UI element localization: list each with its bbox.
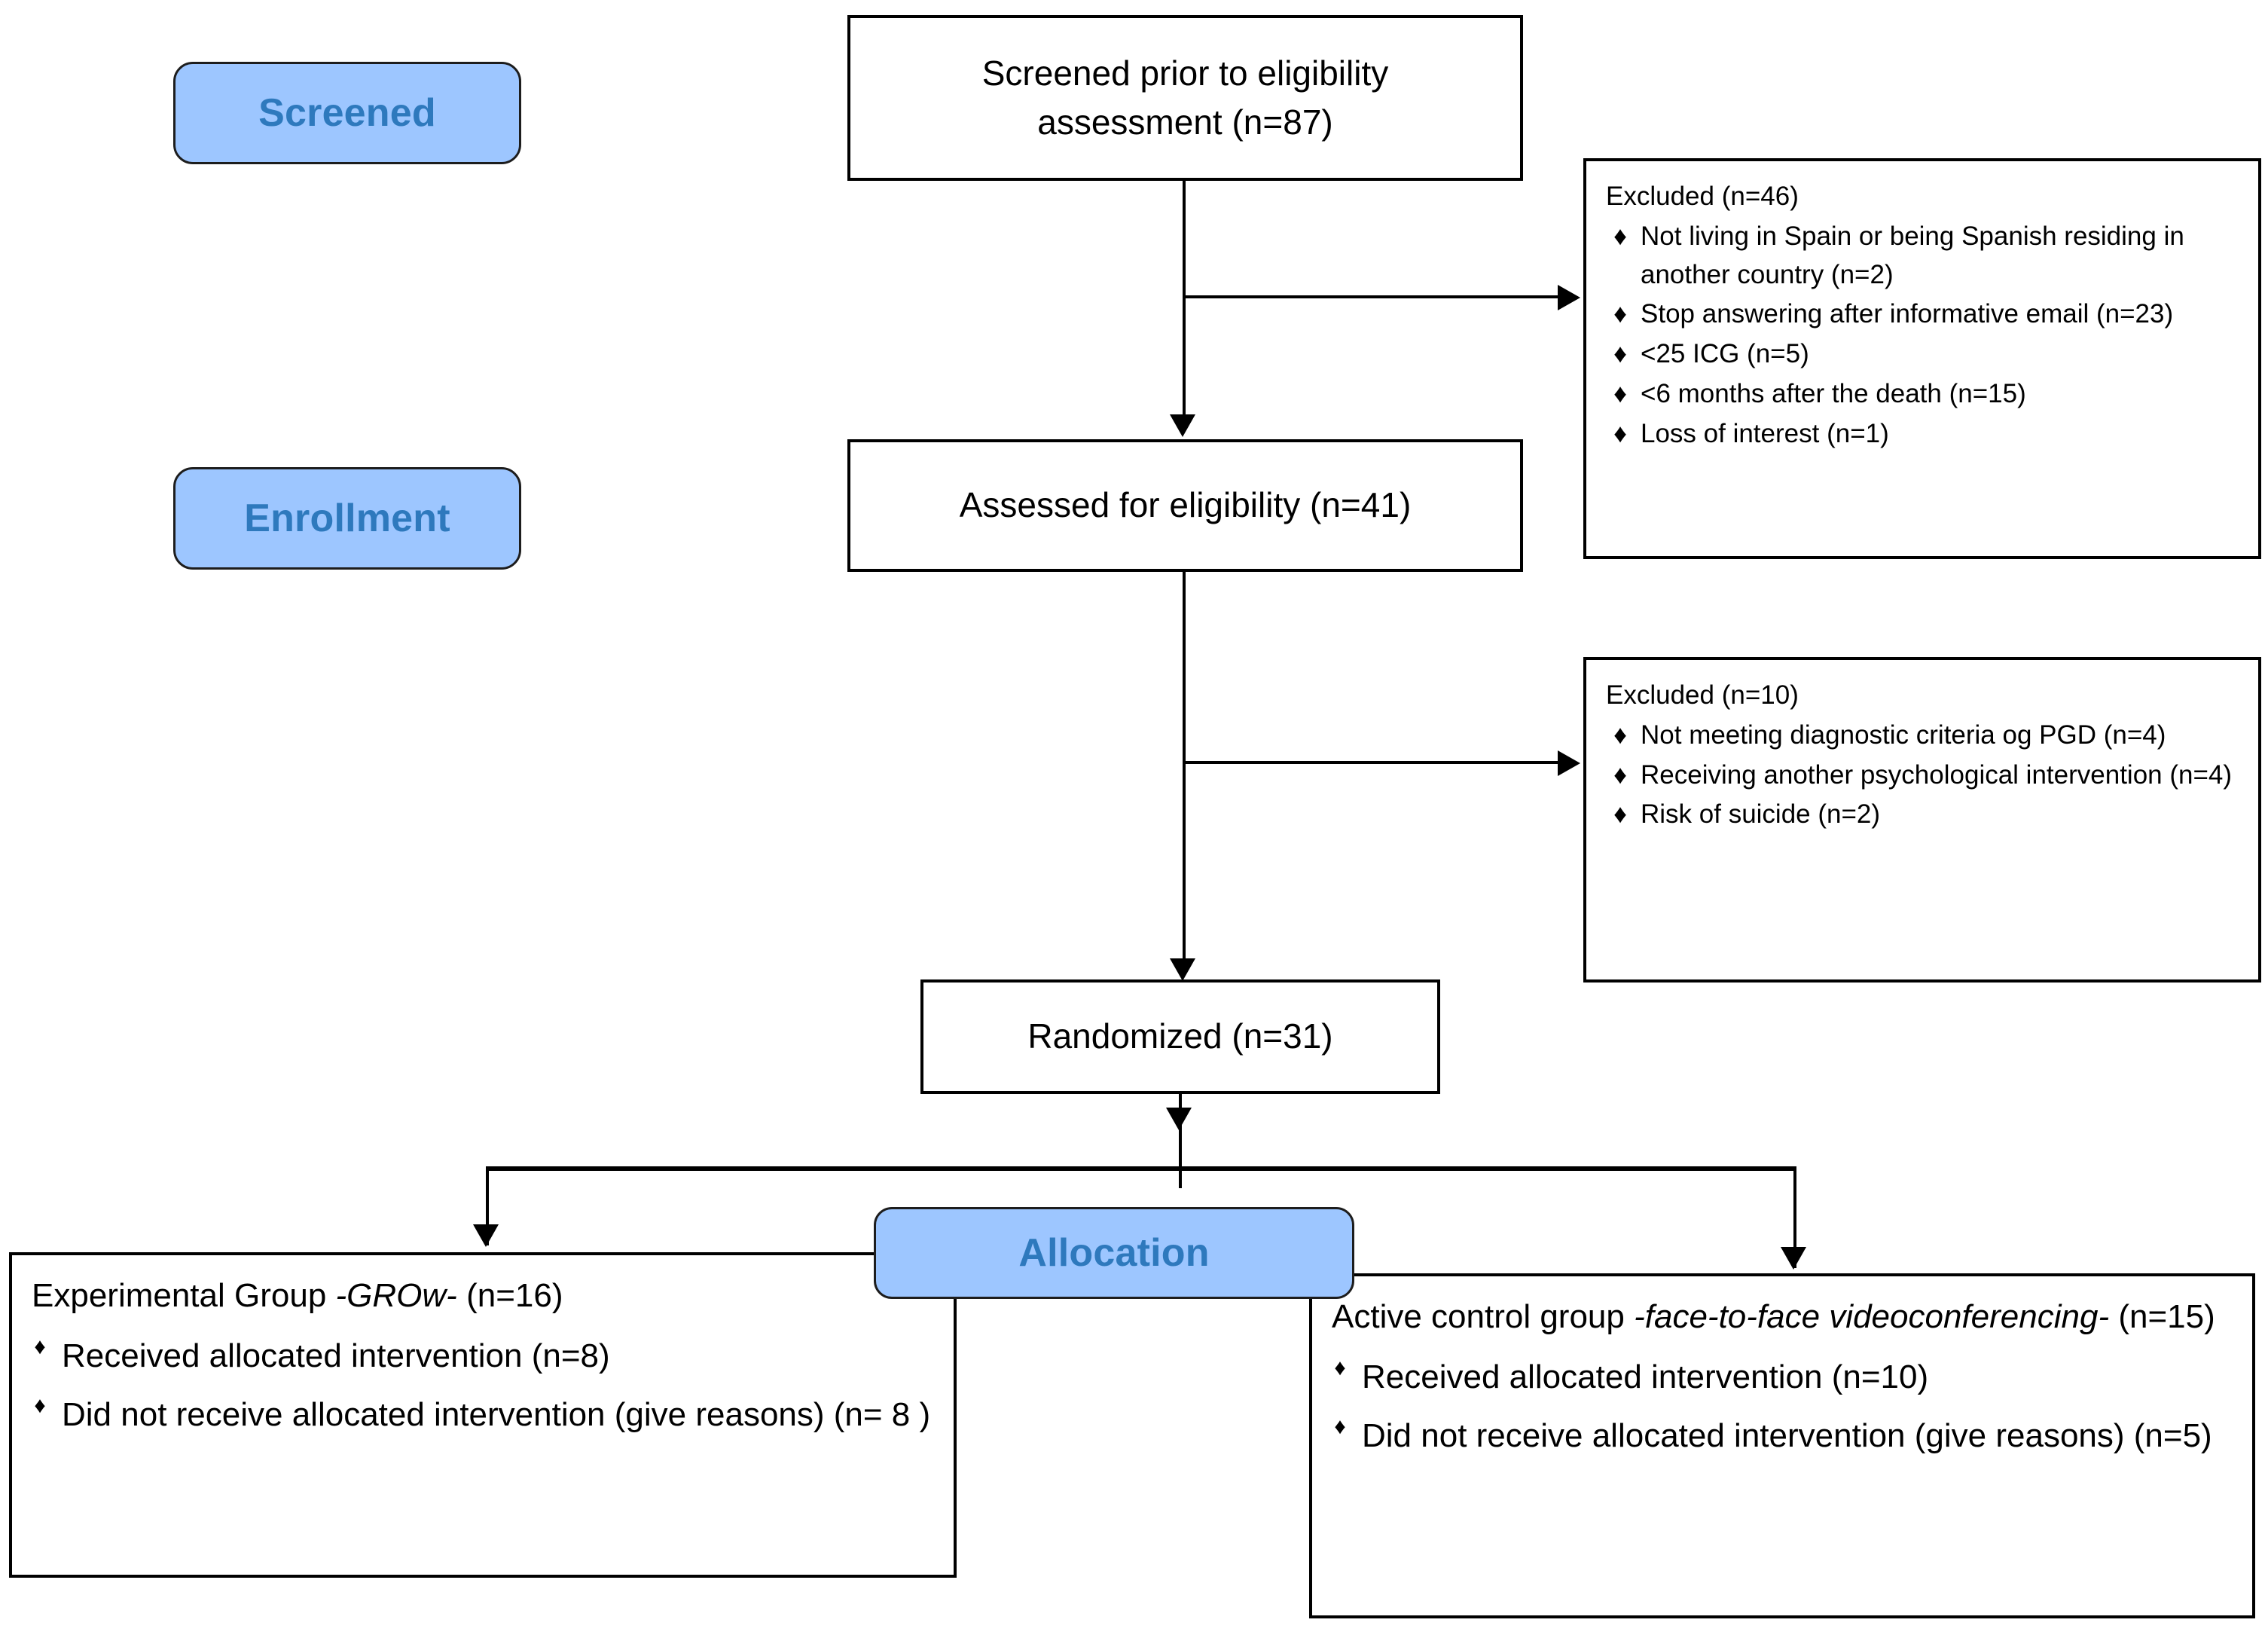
list-item: ♦ Did not receive allocated intervention…: [32, 1391, 934, 1439]
stage-badge-allocation-label: Allocation: [1018, 1231, 1210, 1275]
arrowhead-split-right: [1781, 1247, 1806, 1270]
list-item: ♦ Not living in Spain or being Spanish r…: [1606, 218, 2239, 295]
node-excluded-1: Excluded (n=46) ♦ Not living in Spain or…: [1583, 158, 2261, 559]
arrowhead-split-left: [473, 1224, 499, 1247]
node-experimental-group: Experimental Group -GROw- (n=16) ♦ Recei…: [9, 1252, 957, 1578]
node-excluded-1-title: Excluded (n=46): [1606, 182, 1799, 211]
experimental-group-title-plain2: (n=16): [456, 1277, 563, 1314]
stage-badge-screened-label: Screened: [258, 91, 436, 135]
node-assessed-for-eligibility: Assessed for eligibility (n=41): [847, 439, 1523, 572]
bullet-diamond-icon: ♦: [1613, 299, 1627, 329]
split-bar-allocation: [486, 1166, 1796, 1171]
bullet-diamond-icon: ♦: [1613, 759, 1627, 790]
list-item: ♦ Stop answering after informative email…: [1606, 295, 2239, 334]
list-item: ♦ Receiving another psychological interv…: [1606, 756, 2239, 795]
bullet-diamond-icon: ♦: [1334, 1413, 1346, 1439]
list-item-label: Not living in Spain or being Spanish res…: [1641, 221, 2184, 289]
list-item: ♦ Did not receive allocated intervention…: [1332, 1412, 2233, 1460]
active-control-title-plain2: (n=15): [2109, 1298, 2215, 1335]
connector-assessed-to-randomized: [1183, 572, 1186, 964]
list-item-label: Did not receive allocated intervention (…: [1362, 1416, 2212, 1454]
list-item-label: Risk of suicide (n=2): [1641, 799, 1881, 830]
list-item-label: Loss of interest (n=1): [1641, 418, 1889, 448]
node-screened-prior: Screened prior to eligibility assessment…: [847, 15, 1523, 181]
node-randomized: Randomized (n=31): [920, 979, 1440, 1094]
connector-to-excluded-2: [1183, 761, 1559, 764]
list-item-label: <6 months after the death (n=15): [1641, 378, 2026, 408]
bullet-diamond-icon: ♦: [1613, 418, 1627, 448]
bullet-diamond-icon: ♦: [1613, 378, 1627, 408]
excluded-1-reason-list: ♦ Not living in Spain or being Spanish r…: [1606, 218, 2239, 454]
connector-screened-to-assessed: [1183, 181, 1186, 418]
experimental-group-title-plain1: Experimental Group: [32, 1277, 336, 1314]
stage-badge-enrollment-label: Enrollment: [244, 497, 450, 540]
list-item: ♦ Received allocated intervention (n=8): [32, 1332, 934, 1380]
active-control-item-list: ♦ Received allocated intervention (n=10)…: [1332, 1353, 2233, 1460]
connector-split-left: [486, 1166, 489, 1245]
list-item-label: <25 ICG (n=5): [1641, 339, 1809, 368]
arrowhead-screened-to-assessed: [1170, 414, 1195, 437]
node-assessed-for-eligibility-label: Assessed for eligibility (n=41): [959, 485, 1412, 525]
node-screened-prior-line2: assessment (n=87): [1037, 102, 1333, 142]
arrowhead-to-excluded-2: [1558, 750, 1580, 776]
node-experimental-group-title: Experimental Group -GROw- (n=16): [32, 1272, 934, 1320]
node-screened-prior-line1: Screened prior to eligibility: [981, 53, 1389, 93]
connector-to-excluded-1: [1183, 295, 1559, 298]
node-excluded-2: Excluded (n=10) ♦ Not meeting diagnostic…: [1583, 657, 2261, 982]
list-item-label: Receiving another psychological interven…: [1641, 759, 2233, 790]
list-item: ♦ <6 months after the death (n=15): [1606, 375, 2239, 414]
node-active-control-group-title: Active control group -face-to-face video…: [1332, 1293, 2233, 1341]
active-control-title-italic: -face-to-face videoconferencing-: [1634, 1298, 2110, 1335]
list-item-label: Received allocated intervention (n=8): [62, 1337, 610, 1374]
active-control-title-plain1: Active control group: [1332, 1298, 1635, 1335]
list-item-label: Stop answering after informative email (…: [1641, 299, 2174, 329]
connector-split-right: [1793, 1166, 1796, 1268]
list-item-label: Not meeting diagnostic criteria og PGD (…: [1641, 720, 2166, 750]
excluded-2-reason-list: ♦ Not meeting diagnostic criteria og PGD…: [1606, 717, 2239, 834]
node-active-control-group: Active control group -face-to-face video…: [1309, 1273, 2255, 1618]
experimental-group-title-italic: -GROw-: [335, 1277, 457, 1314]
bullet-diamond-icon: ♦: [1334, 1355, 1346, 1380]
bullet-diamond-icon: ♦: [34, 1334, 46, 1359]
list-item-label: Received allocated intervention (n=10): [1362, 1358, 1929, 1395]
bullet-diamond-icon: ♦: [34, 1392, 46, 1418]
list-item: ♦ <25 ICG (n=5): [1606, 335, 2239, 374]
list-item: ♦ Not meeting diagnostic criteria og PGD…: [1606, 717, 2239, 755]
list-item: ♦ Risk of suicide (n=2): [1606, 796, 2239, 834]
bullet-diamond-icon: ♦: [1613, 799, 1627, 830]
list-item: ♦ Received allocated intervention (n=10): [1332, 1353, 2233, 1401]
arrowhead-randomized-split: [1166, 1108, 1192, 1130]
node-randomized-label: Randomized (n=31): [1027, 1016, 1333, 1056]
list-item: ♦ Loss of interest (n=1): [1606, 415, 2239, 454]
bullet-diamond-icon: ♦: [1613, 221, 1627, 251]
node-excluded-2-title: Excluded (n=10): [1606, 680, 1799, 710]
stage-badge-enrollment: Enrollment: [173, 467, 521, 570]
arrowhead-to-excluded-1: [1558, 285, 1580, 310]
list-item-label: Did not receive allocated intervention (…: [62, 1395, 931, 1433]
stage-badge-allocation: Allocation: [874, 1207, 1354, 1299]
experimental-group-item-list: ♦ Received allocated intervention (n=8) …: [32, 1332, 934, 1439]
arrowhead-assessed-to-randomized: [1170, 958, 1195, 981]
stage-badge-screened: Screened: [173, 62, 521, 164]
bullet-diamond-icon: ♦: [1613, 720, 1627, 750]
connector-randomized-to-split: [1179, 1094, 1182, 1188]
bullet-diamond-icon: ♦: [1613, 339, 1627, 368]
